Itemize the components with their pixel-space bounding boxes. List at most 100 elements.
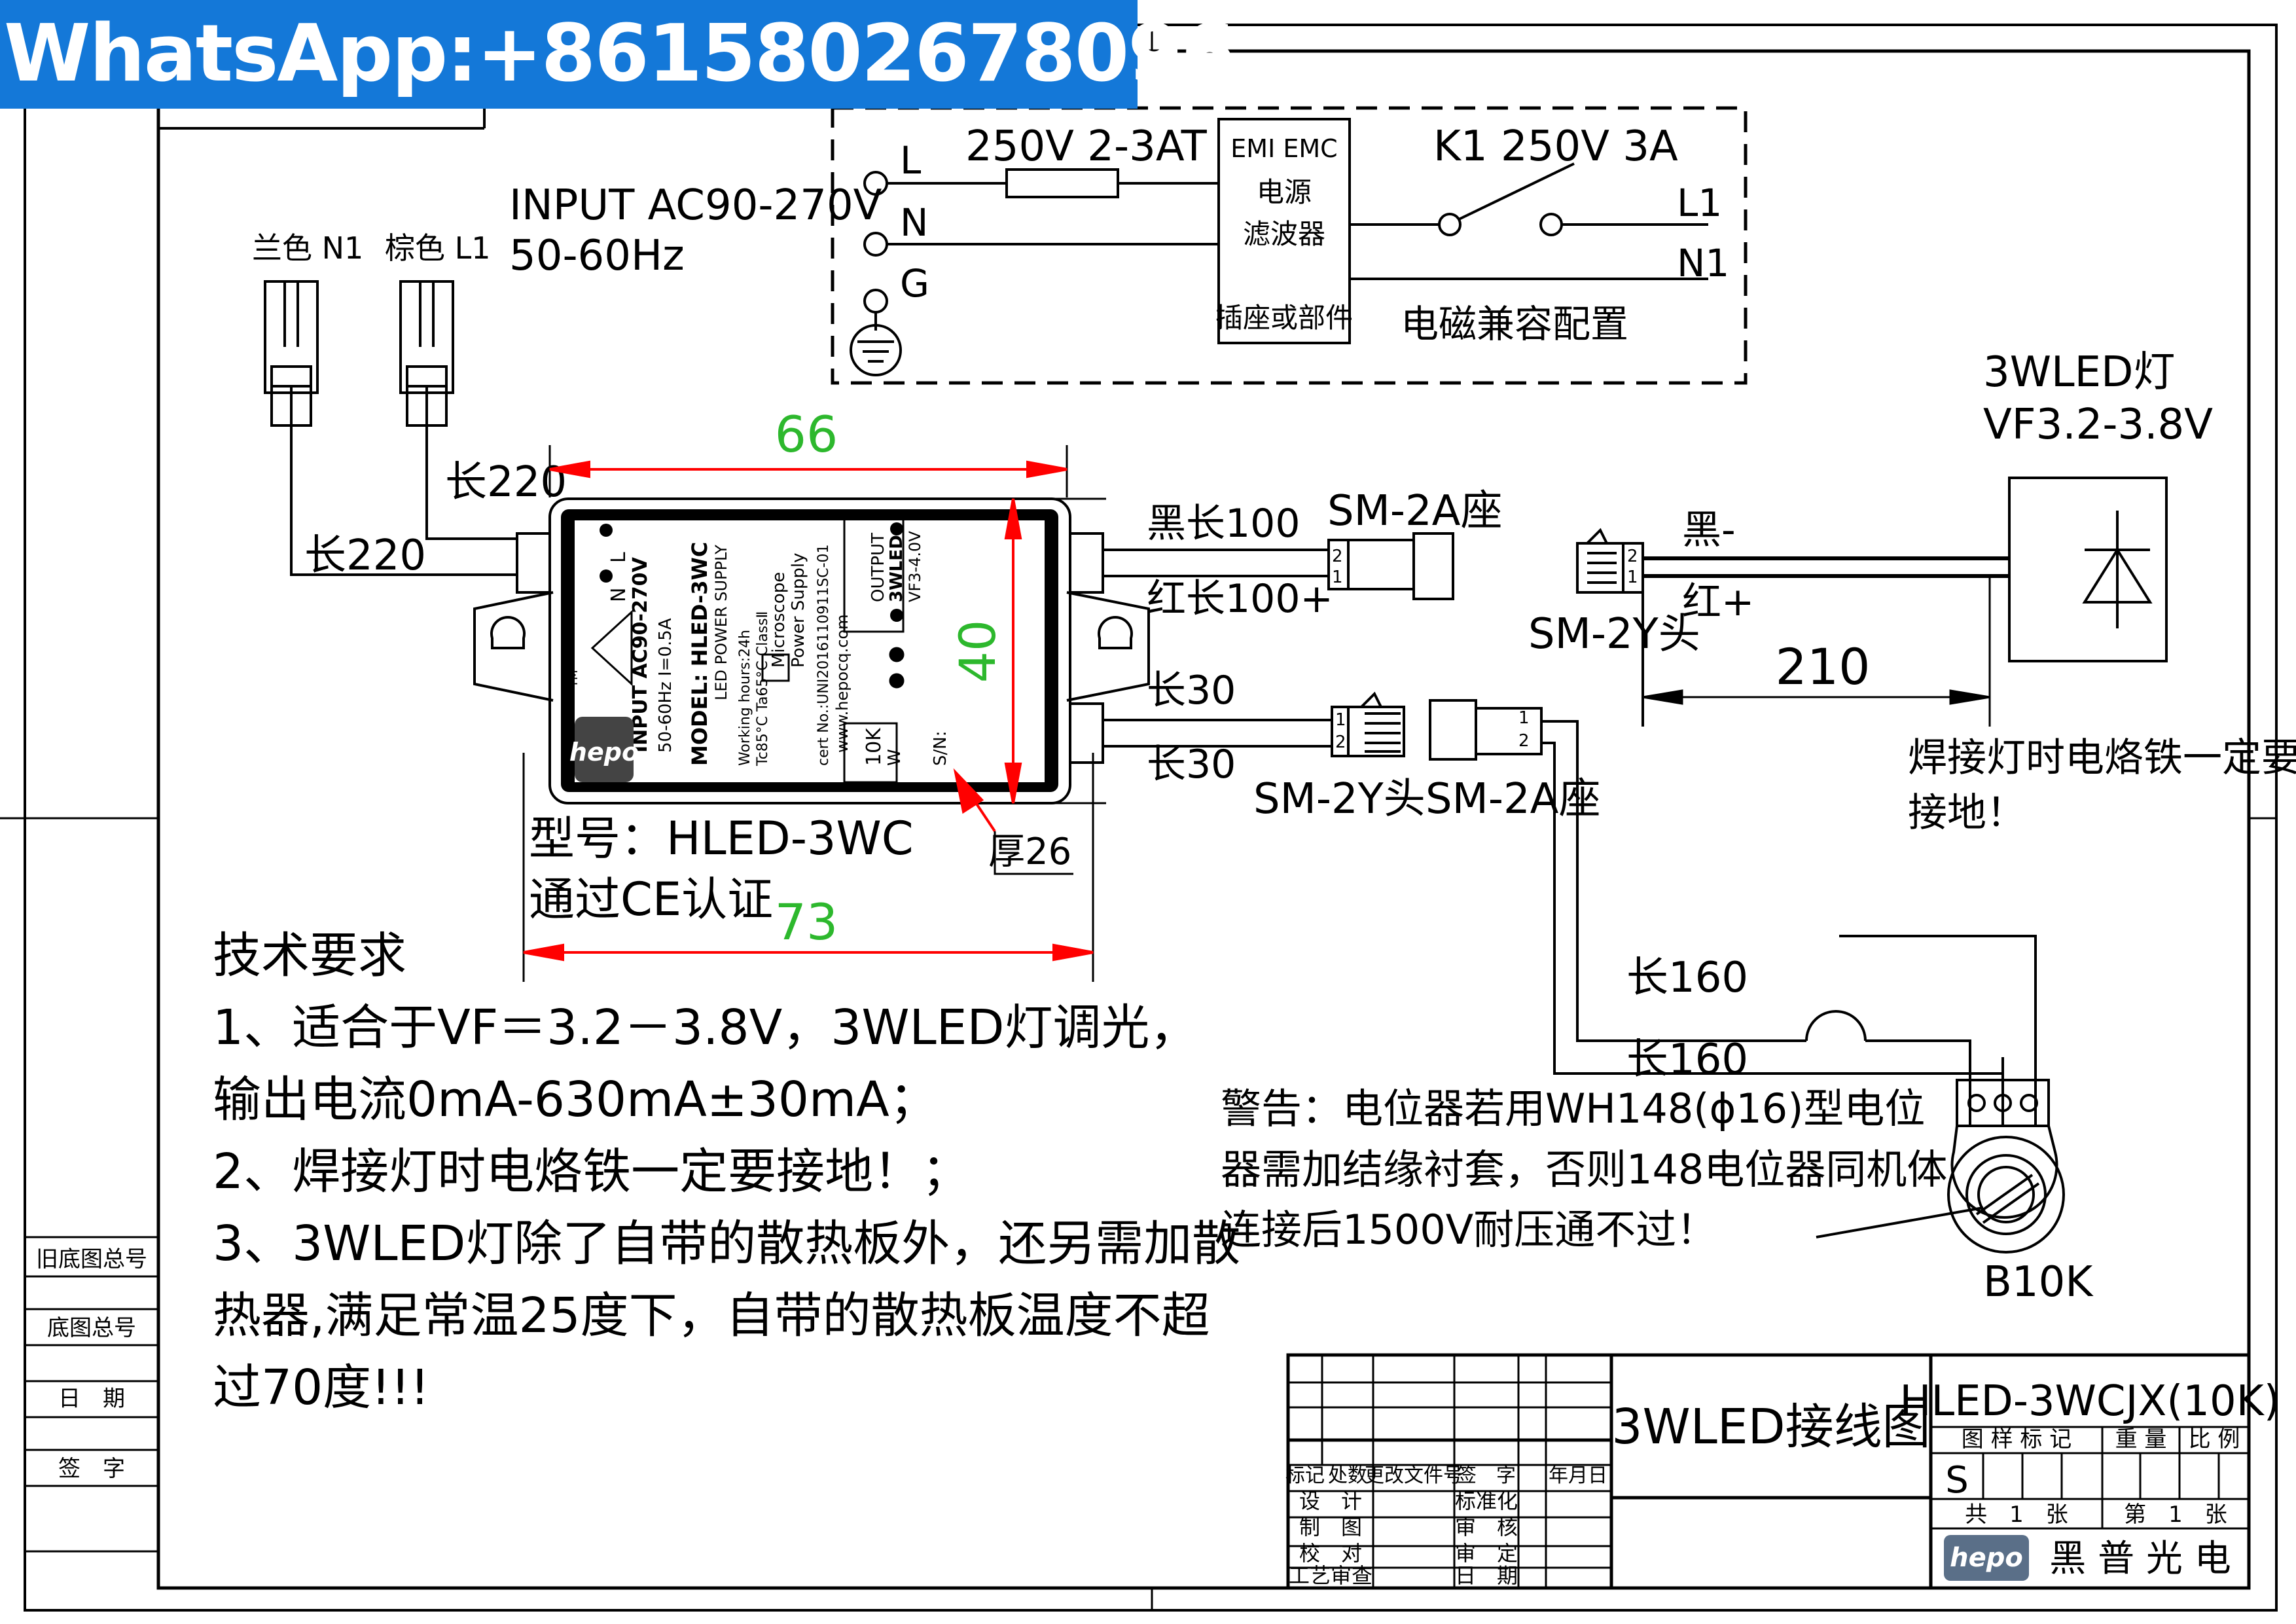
dimension-lines [522,445,1106,982]
svg-text:S/N:: S/N: [931,731,950,766]
sm2y-top-pin-1: 1 [1627,568,1638,587]
svg-text:Microscope: Microscope [769,572,789,668]
svg-text:10K: 10K [863,727,886,766]
filter-line-2: 电源 [1257,176,1312,208]
solder-note-2: 接地！ [1908,790,2026,836]
svg-text:MODEL: HLED-3WC: MODEL: HLED-3WC [687,542,712,766]
rev-col-doc: 更改文件号 [1365,1464,1463,1487]
sm2y-top-label: SM-2Y头 [1528,610,1700,659]
whatsapp-banner: WhatsApp:+8615802678096 [0,0,1236,109]
left-strip: 旧底图总号 底图总号 日 期 签 字 [25,1236,158,1553]
tech-line-5: 热器,满足常温25度下，自带的散热板温度不超 [213,1288,1210,1344]
brown-wire [425,425,517,540]
tech-line-4: 3、3WLED灯除了自带的散热板外，还另需加散 [213,1216,1240,1272]
strip-sign: 签 字 [58,1456,125,1482]
warning-line-3: 连接后1500V耐压通不过！ [1221,1206,1717,1254]
dimmer-wire-length-b: 长30 [1147,742,1236,787]
input-wire-length-top: 长220 [445,458,567,507]
red-out-label: 红长100+ [1147,576,1333,622]
input-wire-length-left: 长220 [304,532,426,580]
warning-line-1: 警告：电位器若用WH148(ϕ16)型电位 [1221,1085,1925,1132]
company-logo [1944,1535,2029,1581]
role-date: 日 期 [1455,1563,1518,1588]
company-name: 黑 普 光 电 [2049,1538,2231,1580]
role-design: 设 计 [1299,1489,1362,1513]
sheet-frame [0,24,2278,1612]
output-wiring-top [1103,528,2009,727]
dimmer-wire-length-a: 长30 [1147,668,1236,713]
pot-wire-length-a: 长160 [1626,954,1748,1002]
driver-tm: TM [567,670,581,688]
terminal-l-label: L [900,138,921,183]
svg-text:N: N [607,588,630,602]
pot-marking-box [843,722,898,784]
sheet-number: 第 1 张 [2124,1502,2227,1528]
svg-text:L: L [607,552,630,563]
pot-wire-length-b: 长160 [1626,1036,1748,1084]
fuse-label: 250V 2-3AT [965,122,1208,171]
led-red-label: 红+ [1682,579,1754,625]
pot-name: B10K [1983,1258,2094,1307]
led-length-dimension [1642,576,1991,727]
dim-width: 66 [775,405,838,463]
svg-text:50-60Hz I=0.5A: 50-60Hz I=0.5A [656,618,675,753]
tech-line-3: 2、焊接灯时电烙铁一定要接地！； [213,1144,970,1200]
pattern-mark-s: S [1945,1459,1969,1502]
solder-note-1: 焊接灯时电烙铁一定要 [1908,735,2296,781]
svg-text:cert No.:UNI2016110911SC-01: cert No.:UNI2016110911SC-01 [816,544,832,766]
header-pattern-mark: 图 样 标 记 [1962,1426,2072,1453]
input-frequency-label: 50-60Hz [509,232,685,280]
black-out-label: 黑长100 [1147,501,1300,547]
input-voltage-label: INPUT AC90-270V [509,181,882,230]
role-approve: 审 定 [1455,1541,1518,1566]
header-scale: 比 例 [2189,1426,2240,1453]
dimension-arrows [523,460,1094,962]
technical-requirements: 技术要求 1、适合于VF＝3.2－3.8V，3WLED灯调光， 输出电流0mA-… [213,928,1240,1416]
sm2a-bottom-pin-2: 2 [1518,731,1530,751]
terminal-g-label: G [900,261,929,306]
potentiometer [1816,1057,2065,1254]
driver-logo-text: hepo [569,738,639,767]
switch-contact-a [1438,213,1462,236]
thick-dim-leader [994,831,1073,875]
sm2y-bottom [1331,706,1405,757]
driver-cert: 通过CE认证 [529,873,773,926]
svg-text:W: W [885,749,905,766]
sm2a-bottom-pin-1: 1 [1518,708,1530,728]
svg-text:LED POWER SUPPLY: LED POWER SUPPLY [712,545,730,700]
input-plugs: 兰色 N1 棕色 L1 长220 长220 [252,230,567,580]
led-length-label: 210 [1775,638,1870,696]
ce-mark-box [761,653,790,682]
sm2a-bottom [1429,699,1477,761]
emc-caption: 电磁兼容配置 [1401,302,1628,346]
filter-line-3: 滤波器 [1243,218,1325,250]
sm2y-bottom-pin-1: 1 [1335,710,1346,730]
fuse [1005,168,1119,198]
svg-text:INPUT AC90-270V: INPUT AC90-270V [629,556,652,753]
role-review: 审 核 [1455,1515,1518,1540]
dim-height: 40 [948,620,1007,683]
role-standard: 标准化 [1455,1489,1518,1513]
svg-text:www.hepocq.com: www.hepocq.com [833,614,852,753]
led-black-label: 黑- [1682,507,1736,553]
terminal-n [863,232,888,257]
filter-note: 插座或部件 [1215,302,1353,334]
sm2a-top-pin-2: 2 [1332,547,1343,566]
dim-thickness: 厚26 [988,831,1071,873]
rev-col-mark: 标记 [1285,1464,1325,1487]
output-box [843,516,905,633]
sheets-total: 共 1 张 [1965,1502,2068,1528]
terminal-g [863,289,888,314]
svg-text:VF3-4.0V: VF3-4.0V [906,531,924,602]
dim-length: 73 [775,893,838,951]
strip-drawing-no: 底图总号 [47,1315,136,1341]
driver-module: INPUT AC90-270V 50-60Hz I=0.5A MODEL: HL… [473,497,1150,804]
led-vf: VF3.2-3.8V [1983,401,2213,449]
blue-plug-label: 兰色 N1 [252,230,363,266]
emc-config-box: 250V 2-3AT L N G EMI EMC 电源 滤波器 插座或部件 K1… [831,106,1748,385]
emi-filter-block [1217,118,1351,344]
driver-logo [575,717,634,782]
company-logo-text: hepo [1950,1543,2023,1573]
tech-line-1: 1、适合于VF＝3.2－3.8V，3WLED灯调光， [213,1000,1198,1056]
